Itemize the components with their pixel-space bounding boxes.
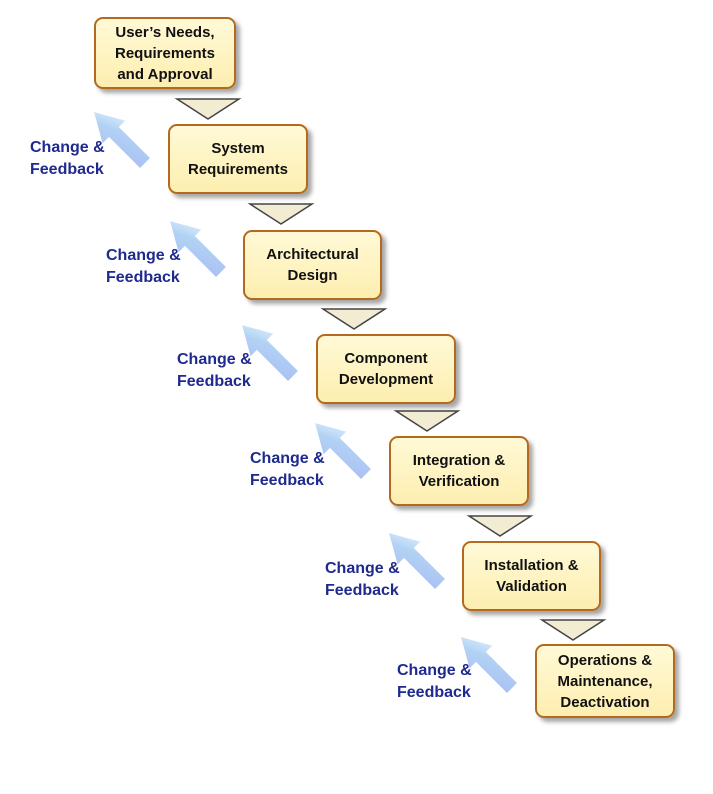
down-arrow-1 xyxy=(174,98,242,120)
feedback-label-2: Change & Feedback xyxy=(106,247,181,286)
feedback-arrow-3 xyxy=(242,325,298,381)
feedback-arrow-2 xyxy=(170,221,226,277)
down-arrow-4 xyxy=(393,410,461,432)
down-arrow-6 xyxy=(539,619,607,641)
feedback-arrow-5 xyxy=(389,533,445,589)
down-arrow-3 xyxy=(320,308,388,330)
feedback-arrow-4 xyxy=(315,423,371,479)
feedback-label-3: Change & Feedback xyxy=(177,351,252,390)
stage-integration-verification: Integration & Verification xyxy=(389,436,529,506)
stage-system-requirements: System Requirements xyxy=(168,124,308,194)
stage-component-development: Component Development xyxy=(316,334,456,404)
feedback-label-1: Change & Feedback xyxy=(30,139,105,178)
down-arrow-2 xyxy=(247,203,315,225)
down-arrow-5 xyxy=(466,515,534,537)
feedback-label-4: Change & Feedback xyxy=(250,450,325,489)
stage-users-needs: User’s Needs, Requirements and Approval xyxy=(94,17,236,89)
feedback-label-6: Change & Feedback xyxy=(397,662,472,701)
feedback-arrow-6 xyxy=(461,637,517,693)
feedback-label-5: Change & Feedback xyxy=(325,560,400,599)
stage-installation-validation: Installation & Validation xyxy=(462,541,601,611)
stage-architectural-design: Architectural Design xyxy=(243,230,382,300)
stage-operations-maintenance: Operations & Maintenance, Deactivation xyxy=(535,644,675,718)
feedback-arrow-1 xyxy=(94,112,150,168)
